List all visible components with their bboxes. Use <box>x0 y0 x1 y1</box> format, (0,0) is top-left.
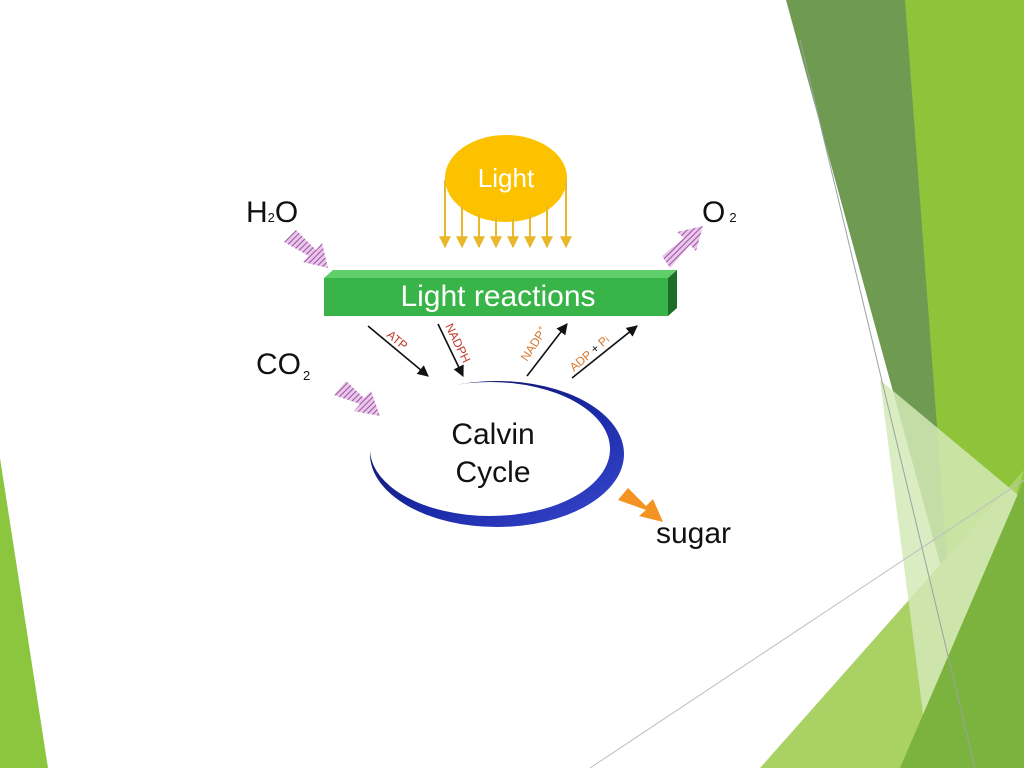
atp-arrow <box>367 325 429 377</box>
light-label: Light <box>478 163 535 193</box>
calvin-line1: Calvin <box>451 418 534 451</box>
left-green-strip <box>0 458 48 768</box>
box-front-face <box>324 278 668 316</box>
h2o-arrow <box>284 230 328 268</box>
sugar-output: sugar <box>618 488 731 550</box>
box-top-face <box>324 270 677 278</box>
adp-arrow <box>571 325 638 379</box>
calvin-inner <box>370 382 610 516</box>
box-side-face <box>668 270 677 316</box>
calvin-cycle: Calvin Cycle <box>370 381 624 527</box>
sugar-arrow <box>618 488 663 522</box>
nadp-label: NADP+ <box>517 323 550 363</box>
sun-bottom <box>445 178 567 222</box>
thin-line-2 <box>589 479 1024 769</box>
h2o-input: H2O <box>246 196 328 268</box>
light-rays <box>439 180 572 249</box>
light-source: Light <box>439 134 572 249</box>
light-reactions-box: Light reactions <box>324 270 677 316</box>
o2-arrow <box>662 226 703 268</box>
adp-pi-label: ADP+Pi <box>567 332 612 374</box>
calvin-line2: Cycle <box>455 456 530 489</box>
nadp-arrow <box>526 323 568 377</box>
thin-line-1 <box>799 39 976 769</box>
co2-arrow <box>334 381 380 416</box>
sugar-label: sugar <box>656 517 731 550</box>
right-mid-green-wedge <box>900 480 1024 768</box>
cofactor-arrows <box>367 323 638 379</box>
sun-shape <box>445 134 568 186</box>
nadph-arrow <box>437 323 464 378</box>
atp-label: ATP <box>384 328 410 353</box>
light-reactions-label: Light reactions <box>400 280 595 313</box>
h2o-label: H2O <box>246 196 298 229</box>
